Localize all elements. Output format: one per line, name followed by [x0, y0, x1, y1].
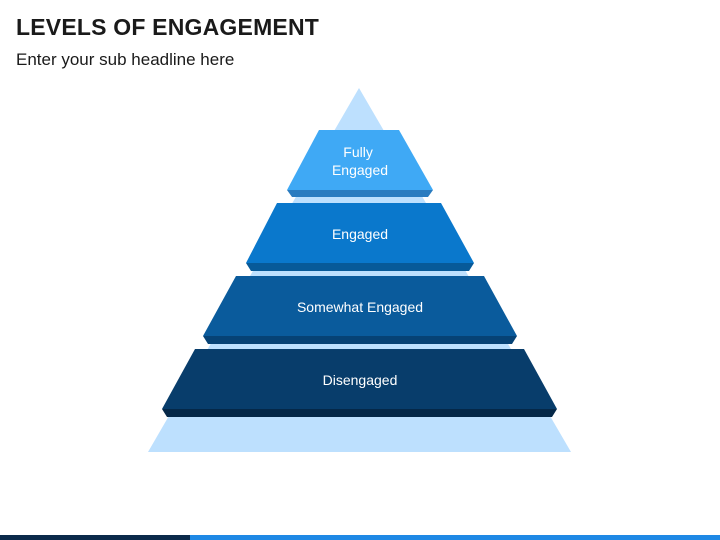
level-band [246, 203, 474, 263]
level-fold-shadow [246, 263, 474, 271]
pyramid-level-fully-engaged: Fully Engaged [287, 130, 433, 197]
level-band [287, 130, 433, 190]
slide-subtitle: Enter your sub headline here [16, 50, 235, 69]
level-label-line: Fully [343, 144, 373, 160]
level-fold-shadow [203, 336, 517, 344]
pyramid-level-somewhat-engaged: Somewhat Engaged [203, 276, 517, 344]
level-label-line: Engaged [332, 162, 388, 178]
level-label-line: Disengaged [323, 372, 398, 388]
pyramid-level-engaged: Engaged [246, 203, 474, 271]
level-fold-shadow [162, 409, 557, 417]
footer-accent-dark [0, 535, 190, 540]
level-label: Disengaged [323, 372, 398, 388]
footer-accent-light [190, 535, 720, 540]
level-band [162, 349, 557, 409]
level-fold-shadow [287, 190, 433, 197]
pyramid-level-disengaged: Disengaged [162, 349, 557, 417]
footer-accent-bar [0, 535, 720, 540]
level-label: Somewhat Engaged [297, 299, 423, 315]
level-band [203, 276, 517, 336]
level-label-line: Somewhat Engaged [297, 299, 423, 315]
level-label-line: Engaged [332, 226, 388, 242]
level-label: Engaged [332, 226, 388, 242]
level-label: Fully Engaged [332, 144, 388, 178]
slide-title: LEVELS OF ENGAGEMENT [16, 14, 320, 40]
